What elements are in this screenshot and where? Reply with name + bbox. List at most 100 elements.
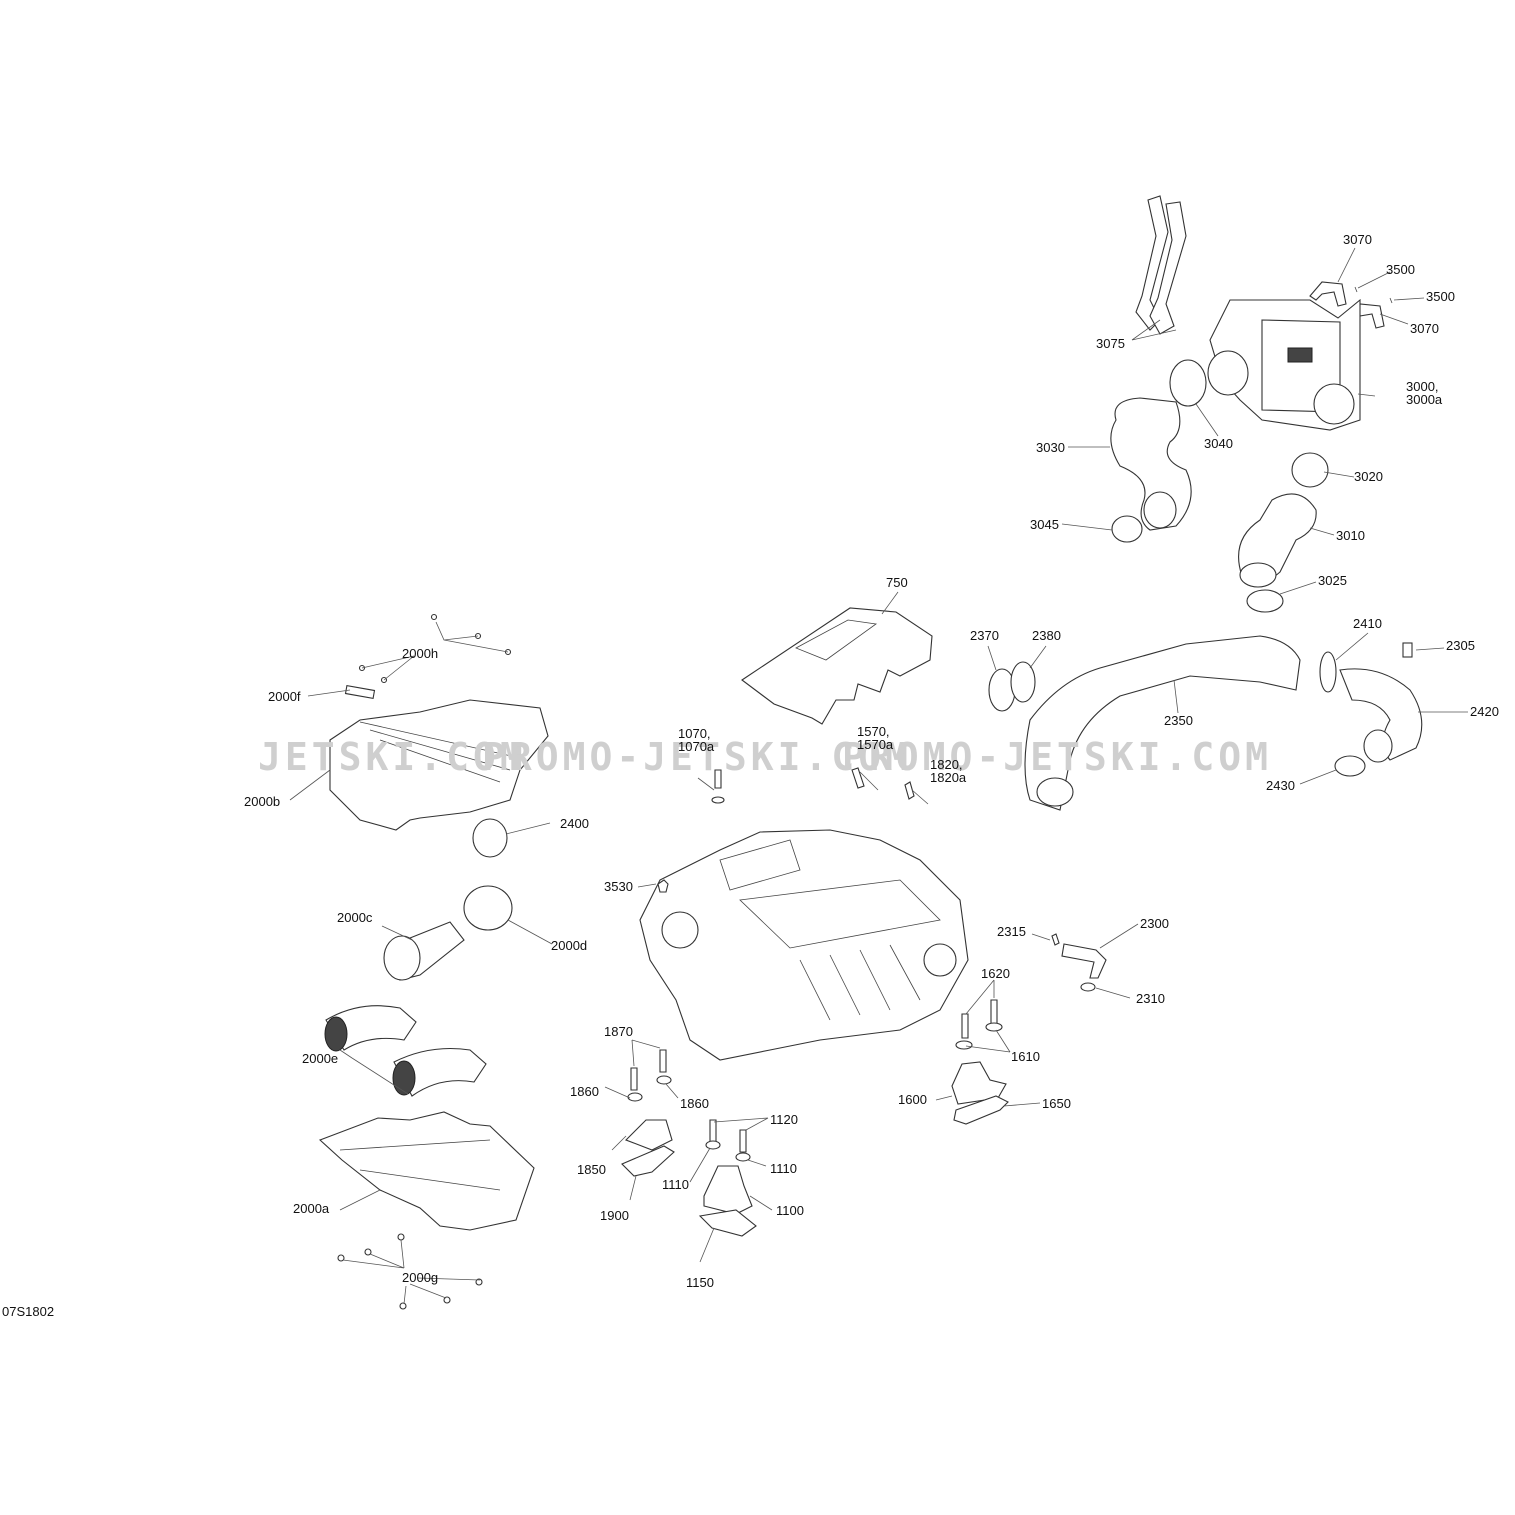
elbow-2000e-b xyxy=(393,1047,487,1097)
intercooler-3000 xyxy=(1207,298,1361,431)
label-1570: 1570, xyxy=(857,724,890,739)
clip-3530 xyxy=(657,879,669,893)
label-1620: 1620 xyxy=(981,966,1010,981)
label-1600: 1600 xyxy=(898,1092,927,1107)
label-2305: 2305 xyxy=(1446,638,1475,653)
label-1110-a: 1110 xyxy=(662,1177,689,1192)
hose-2300 xyxy=(1061,943,1107,979)
plate-1150 xyxy=(698,1209,757,1237)
label-1860-a: 1860 xyxy=(570,1084,599,1099)
watermark-2: PROMO-JETSKI.COM xyxy=(482,735,913,779)
pipe-2350 xyxy=(1024,635,1301,811)
label-2000d: 2000d xyxy=(551,938,588,953)
watermark-3: PROMO-JETSKI.COM xyxy=(842,735,1273,779)
cover-750 xyxy=(741,607,933,725)
label-3070-b: 3070 xyxy=(1410,321,1439,336)
label-2000f: 2000f xyxy=(268,689,301,704)
label-1820a: 1820a xyxy=(930,770,967,785)
bolt-1820 xyxy=(904,781,915,800)
label-2370: 2370 xyxy=(970,628,999,643)
label-2000a: 2000a xyxy=(293,1201,330,1216)
screw-3500-a xyxy=(1354,286,1358,293)
label-2000c: 2000c xyxy=(337,910,373,925)
clamp-2310 xyxy=(1080,982,1096,992)
label-1110-b: 1110 xyxy=(770,1161,797,1176)
fitting-2305 xyxy=(1402,642,1413,658)
clamp-3025 xyxy=(1246,589,1284,613)
manifold-2000b xyxy=(329,699,549,831)
washer-1610-a xyxy=(955,1040,973,1050)
airbox-base-2000a xyxy=(318,1111,535,1231)
label-2000e: 2000e xyxy=(302,1051,339,1066)
label-1070a: 1070a xyxy=(678,739,715,754)
label-3025: 3025 xyxy=(1318,573,1347,588)
plate-1900 xyxy=(621,1145,675,1177)
mount-1100 xyxy=(703,1165,753,1215)
watermark-1: JETSKI.COM xyxy=(258,735,527,779)
plate-2000f xyxy=(344,684,376,700)
label-1820: 1820, xyxy=(930,757,963,772)
bolt-1070 xyxy=(714,769,722,789)
label-1850: 1850 xyxy=(577,1162,606,1177)
washer-1860-b xyxy=(656,1075,672,1085)
label-3075: 3075 xyxy=(1096,336,1125,351)
label-3500-a: 3500 xyxy=(1386,262,1415,277)
label-2000h: 2000h xyxy=(402,646,439,661)
label-1870: 1870 xyxy=(604,1024,633,1039)
label-2315: 2315 xyxy=(997,924,1026,939)
label-2420: 2420 xyxy=(1470,704,1499,719)
strap-3075 xyxy=(1135,195,1187,335)
bolt-1870-b xyxy=(659,1049,667,1073)
washer-1070 xyxy=(711,796,725,804)
washer-1610-b xyxy=(985,1022,1003,1032)
bolt-1620-a xyxy=(961,1013,969,1039)
washer-1860-a xyxy=(627,1092,643,1102)
bolt-1120-a xyxy=(709,1119,717,1143)
label-1610: 1610 xyxy=(1011,1049,1040,1064)
label-2430: 2430 xyxy=(1266,778,1295,793)
label-1070: 1070, xyxy=(678,726,711,741)
bolt-1570 xyxy=(851,767,865,789)
label-3530: 3530 xyxy=(604,879,633,894)
clamp-2380 xyxy=(1010,661,1036,703)
label-3070-a: 3070 xyxy=(1343,232,1372,247)
label-1150: 1150 xyxy=(686,1275,714,1290)
washer-1110-a xyxy=(705,1140,721,1150)
clamp-3040 xyxy=(1169,359,1207,407)
ring-2400 xyxy=(472,818,508,858)
clip-2315 xyxy=(1051,933,1060,946)
label-1650: 1650 xyxy=(1042,1096,1071,1111)
label-3000: 3000, xyxy=(1406,379,1439,394)
label-3500-b: 3500 xyxy=(1426,289,1455,304)
clamp-2430 xyxy=(1334,755,1366,777)
hose-3010 xyxy=(1238,493,1317,583)
label-3000a: 3000a xyxy=(1406,392,1443,407)
clamp-3045 xyxy=(1111,515,1143,543)
label-1570a: 1570a xyxy=(857,737,894,752)
engine-block xyxy=(639,829,969,1061)
label-2410: 2410 xyxy=(1353,616,1382,631)
clip-3070-a xyxy=(1309,281,1347,307)
screw-3500-b xyxy=(1389,297,1393,304)
label-3020: 3020 xyxy=(1354,469,1383,484)
label-2310: 2310 xyxy=(1136,991,1165,1006)
plate-1650 xyxy=(953,1095,1009,1125)
label-1900: 1900 xyxy=(600,1208,629,1223)
elbow-2000e-a xyxy=(325,1005,417,1051)
label-3045: 3045 xyxy=(1030,517,1059,532)
label-3040: 3040 xyxy=(1204,436,1233,451)
mount-1850 xyxy=(625,1119,673,1151)
bellows-2420 xyxy=(1339,668,1423,761)
screws-2000g xyxy=(337,1233,483,1310)
bolt-1870-a xyxy=(630,1067,638,1091)
label-1120: 1120 xyxy=(770,1112,798,1127)
label-2400: 2400 xyxy=(560,816,589,831)
leader-lines xyxy=(289,247,1468,1305)
mount-1600 xyxy=(951,1061,1007,1105)
washer-1110-b xyxy=(735,1152,751,1162)
bolt-1620-b xyxy=(990,999,998,1025)
label-1860-b: 1860 xyxy=(680,1096,709,1111)
clamp-3020 xyxy=(1291,452,1329,488)
